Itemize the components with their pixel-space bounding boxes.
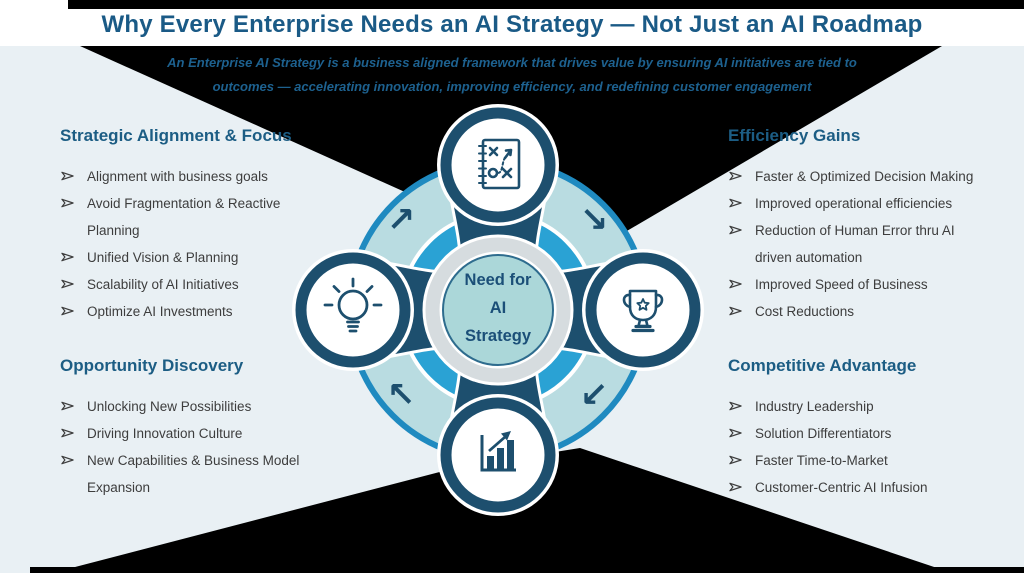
arrowhead-bullet-icon [61, 306, 74, 316]
section-heading: Strategic Alignment & Focus [60, 126, 292, 145]
arrowhead-bullet-icon [729, 455, 742, 465]
subtitle-line-1: An Enterprise AI Strategy is a business … [167, 55, 857, 70]
bullet-item: Cost Reductions [728, 298, 990, 325]
bullet-item: Industry Leadership [728, 393, 990, 420]
bullet-list: Industry Leadership Solution Differentia… [728, 393, 990, 501]
arrowhead-bullet-icon [61, 455, 74, 465]
center-circle [442, 254, 554, 366]
bullet-item: Avoid Fragmentation & Reactive Planning [60, 190, 308, 244]
bullet-item: Faster Time-to-Market [728, 447, 990, 474]
arrowhead-bullet-icon [61, 198, 74, 208]
bullet-item: Scalability of AI Initiatives [60, 271, 308, 298]
satellite-top [437, 104, 559, 226]
arrow-sw-icon: ↙ [580, 375, 609, 415]
center-label-line3: Strategy [464, 327, 532, 345]
arrowhead-bullet-icon [729, 428, 742, 438]
bullet-text: Customer-Centric AI Infusion [755, 480, 928, 495]
bullet-text: Alignment with business goals [87, 169, 268, 184]
bullet-text: Avoid Fragmentation & Reactive Planning [87, 196, 281, 238]
arrowhead-bullet-icon [729, 198, 742, 208]
bullet-text: Faster Time-to-Market [755, 453, 888, 468]
arrow-nw-icon: ↖ [387, 375, 416, 415]
section-strategic-alignment: Strategic Alignment & Focus Alignment wi… [60, 126, 308, 325]
bullet-text: Scalability of AI Initiatives [87, 277, 239, 292]
center-label-line1: Need for [464, 271, 532, 289]
quadrant-arrows: ↗ ↘ ↖ ↙ [387, 200, 609, 415]
bullet-text: New Capabilities & Business Model Expans… [87, 453, 300, 495]
bullet-list: Alignment with business goals Avoid Frag… [60, 163, 308, 325]
bullet-item: Improved operational efficiencies [728, 190, 990, 217]
arrowhead-bullet-icon [729, 306, 742, 316]
black-strip-bottom [30, 567, 1024, 573]
bullet-item: Driving Innovation Culture [60, 420, 308, 447]
bullet-item: Reduction of Human Error thru AI driven … [728, 217, 990, 271]
arrowhead-bullet-icon [61, 279, 74, 289]
bullet-item: Faster & Optimized Decision Making [728, 163, 990, 190]
section-heading: Opportunity Discovery [60, 356, 244, 375]
strategy-plan-icon [478, 138, 521, 190]
bullet-text: Improved Speed of Business [755, 277, 928, 292]
growth-chart-icon [480, 431, 516, 472]
satellite-right [582, 249, 704, 371]
bullet-text: Reduction of Human Error thru AI driven … [755, 223, 955, 265]
arrowhead-bullet-icon [61, 401, 74, 411]
section-efficiency-gains: Efficiency Gains Faster & Optimized Deci… [728, 126, 990, 325]
arrowhead-bullet-icon [729, 279, 742, 289]
lightbulb-icon [323, 277, 383, 333]
section-heading: Efficiency Gains [728, 126, 861, 145]
trophy-icon [622, 289, 664, 333]
bullet-item: Solution Differentiators [728, 420, 990, 447]
arrowhead-bullet-icon [61, 171, 74, 181]
bullet-text: Faster & Optimized Decision Making [755, 169, 974, 184]
bullet-item: New Capabilities & Business Model Expans… [60, 447, 308, 501]
bullet-text: Unified Vision & Planning [87, 250, 239, 265]
section-heading: Competitive Advantage [728, 356, 917, 375]
section-competitive-advantage: Competitive Advantage Industry Leadershi… [728, 356, 990, 501]
arrowhead-bullet-icon [61, 252, 74, 262]
bullet-item: Improved Speed of Business [728, 271, 990, 298]
bullet-text: Unlocking New Possibilities [87, 399, 252, 414]
section-opportunity-discovery: Opportunity Discovery Unlocking New Poss… [60, 356, 308, 501]
bullet-text: Cost Reductions [755, 304, 855, 319]
center-label-line2: AI [489, 299, 507, 317]
bullet-list: Unlocking New Possibilities Driving Inno… [60, 393, 308, 501]
arrowhead-bullet-icon [61, 428, 74, 438]
bullet-text: Improved operational efficiencies [755, 196, 953, 211]
arrowhead-bullet-icon [729, 401, 742, 411]
bullet-text: Driving Innovation Culture [87, 426, 243, 441]
bullet-text: Industry Leadership [755, 399, 874, 414]
bullet-item: Optimize AI Investments [60, 298, 308, 325]
center-hub-label: Need for AI Strategy [423, 266, 573, 350]
bullet-item: Alignment with business goals [60, 163, 308, 190]
bullet-item: Unlocking New Possibilities [60, 393, 308, 420]
bullet-text: Optimize AI Investments [87, 304, 233, 319]
subtitle-line-2: outcomes — accelerating innovation, impr… [212, 79, 812, 94]
satellite-circles [292, 104, 704, 516]
arrow-ne-icon: ↗ [387, 200, 416, 240]
satellite-left [292, 249, 414, 371]
arrow-se-icon: ↘ [580, 200, 609, 240]
bullet-item: Customer-Centric AI Infusion [728, 474, 990, 501]
page-title: Why Every Enterprise Needs an AI Strateg… [101, 11, 923, 38]
arrowhead-bullet-icon [729, 482, 742, 492]
black-strip-top [68, 0, 1024, 9]
bullet-list: Faster & Optimized Decision Making Impro… [728, 163, 990, 325]
bullet-text: Solution Differentiators [755, 426, 892, 441]
arrowhead-bullet-icon [729, 171, 742, 181]
arrowhead-bullet-icon [729, 225, 742, 235]
bullet-item: Unified Vision & Planning [60, 244, 308, 271]
